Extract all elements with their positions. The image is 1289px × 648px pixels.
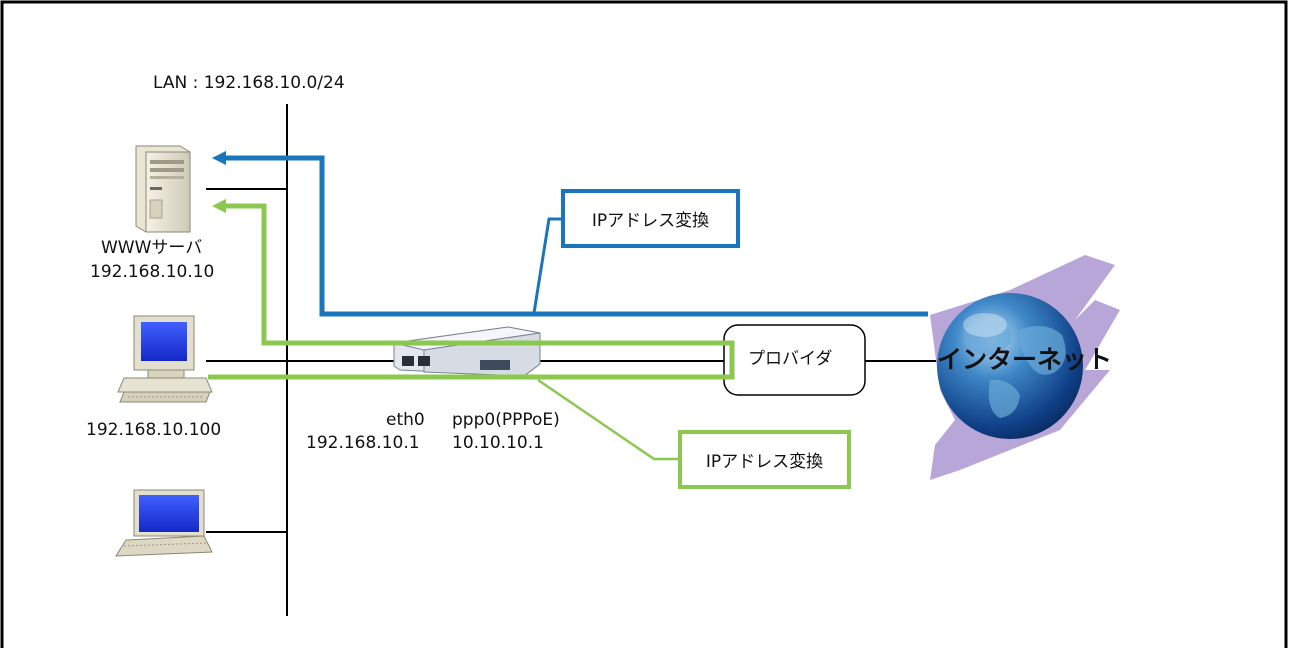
green-callout-leader xyxy=(537,378,680,461)
router-icon xyxy=(393,326,541,377)
router-eth0-name: eth0 xyxy=(386,410,425,430)
blue-nat-path-inbound xyxy=(220,155,928,317)
green-nat-path-outbound xyxy=(208,203,735,380)
provider-label: プロバイダ xyxy=(748,349,833,369)
globe-icon xyxy=(930,255,1120,480)
laptop-icon xyxy=(115,489,213,557)
green-arrowhead xyxy=(212,199,226,213)
router-eth0-ip: 192.168.10.1 xyxy=(306,433,420,453)
router-ppp0-ip: 10.10.10.1 xyxy=(452,433,544,453)
desktop-pc-icon xyxy=(117,315,213,403)
provider-box xyxy=(723,324,866,396)
server-tower-icon xyxy=(135,145,191,233)
green-callout-text: IPアドレス変換 xyxy=(684,436,845,483)
blue-callout-text: IPアドレス変換 xyxy=(567,195,734,242)
blue-callout-leader xyxy=(532,217,563,314)
blue-arrowhead xyxy=(212,151,226,165)
router-ppp0-name: ppp0(PPPoE) xyxy=(452,410,560,430)
pc-ip: 192.168.10.100 xyxy=(86,420,222,440)
server-ip: 192.168.10.10 xyxy=(90,262,215,282)
lan-label: LAN : 192.168.10.0/24 xyxy=(153,73,345,93)
internet-label: インターネット xyxy=(937,345,1113,374)
server-name: WWWサーバ xyxy=(101,238,203,258)
